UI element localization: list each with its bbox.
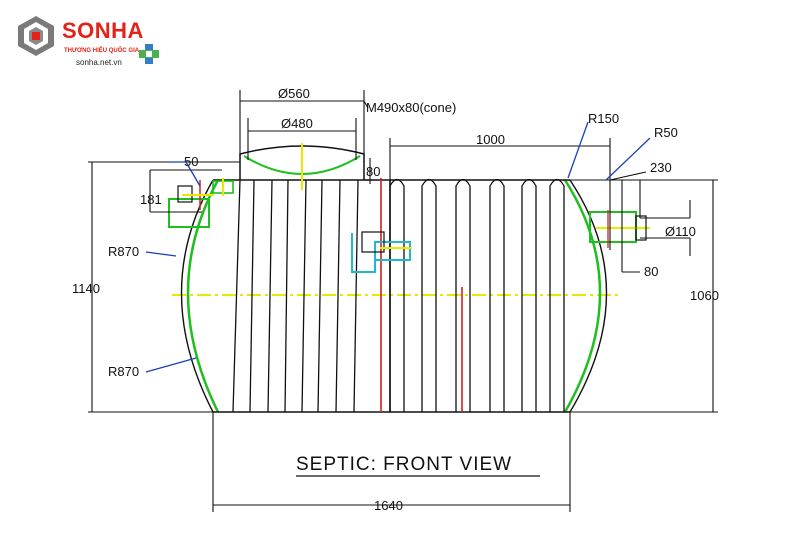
dim-50: 50 — [184, 154, 198, 169]
radius-leaders — [145, 121, 651, 373]
dimension-lines — [88, 90, 718, 512]
dim-1140: 1140 — [72, 281, 100, 296]
national-brand-badge-icon — [139, 44, 159, 64]
left-end-cap-curve — [186, 179, 220, 413]
dim-r50: R50 — [654, 125, 678, 140]
dim-1640: 1640 — [374, 498, 403, 513]
brand-website: sonha.net.vn — [76, 58, 122, 67]
dim-1060: 1060 — [690, 288, 719, 303]
dim-cone: M490x80(cone) — [366, 100, 456, 115]
right-end-cap-outline — [569, 179, 608, 413]
dim-r870-bottom: R870 — [108, 364, 139, 379]
right-end-cap-curve — [563, 179, 602, 413]
inlet-pipe — [168, 178, 234, 228]
dim-diameter-480: Ø480 — [281, 116, 313, 131]
outlet-pipe — [589, 210, 650, 248]
left-ribs — [232, 179, 359, 413]
dim-80-right: 80 — [644, 264, 658, 279]
brand-logo: SONHA THƯƠNG HIỆU QUỐC GIA sonha.net.vn — [14, 14, 184, 74]
right-ribs — [389, 178, 565, 412]
left-end-cap-outline — [180, 179, 214, 413]
dim-80-top: 80 — [366, 164, 380, 179]
brand-name: SONHA — [62, 18, 144, 43]
dim-diameter-560: Ø560 — [278, 86, 310, 101]
dim-diameter-110: Ø110 — [665, 224, 696, 239]
dim-r870-top: R870 — [108, 244, 139, 259]
internal-fitting — [351, 231, 412, 273]
dim-181: 181 — [140, 192, 162, 207]
drawing-title: SEPTIC: FRONT VIEW — [296, 454, 512, 475]
dim-1000: 1000 — [476, 132, 505, 147]
dim-r150: R150 — [588, 111, 619, 126]
dim-230: 230 — [650, 160, 672, 175]
brand-tagline: THƯƠNG HIỆU QUỐC GIA — [64, 48, 140, 54]
sonha-emblem-icon — [18, 16, 54, 56]
